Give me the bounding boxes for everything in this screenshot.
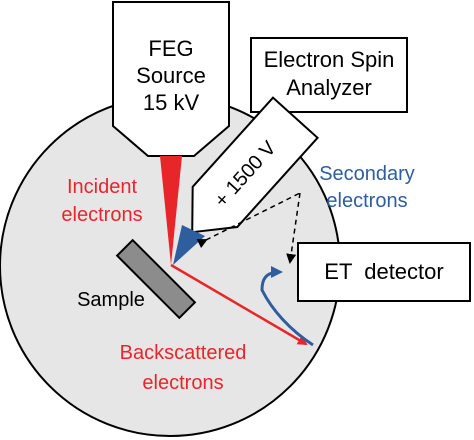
backscattered-label-2: electrons [142, 372, 223, 394]
feg-source [112, 1, 230, 157]
analyzer-label-1: Electron Spin [264, 47, 395, 72]
source-label-2: Source [136, 63, 206, 88]
secondary-label-2: electrons [326, 190, 407, 212]
analyzer-label-2: Analyzer [286, 75, 372, 100]
sample [115, 238, 197, 320]
incident-label-1: Incident [67, 176, 137, 198]
incident-label-2: electrons [61, 204, 142, 226]
incident-beam [160, 156, 182, 265]
sample-label: Sample [77, 289, 145, 311]
detector-label: ET detector [324, 259, 443, 284]
et-detector-box [297, 242, 471, 302]
spin-analyzer-box [250, 37, 408, 113]
secondary-curve-arrow [260, 266, 314, 347]
secondary-path-to-detector [286, 192, 301, 264]
backscatter-arrow [170, 263, 308, 346]
backscattered-label-1: Backscattered [120, 342, 247, 364]
secondary-label-1: Secondary [319, 163, 415, 185]
source-label-1: FEG [148, 36, 193, 61]
source-label-3: 15 kV [143, 90, 200, 115]
analyzer-cone [173, 225, 205, 265]
analyzer-tube [191, 96, 319, 234]
